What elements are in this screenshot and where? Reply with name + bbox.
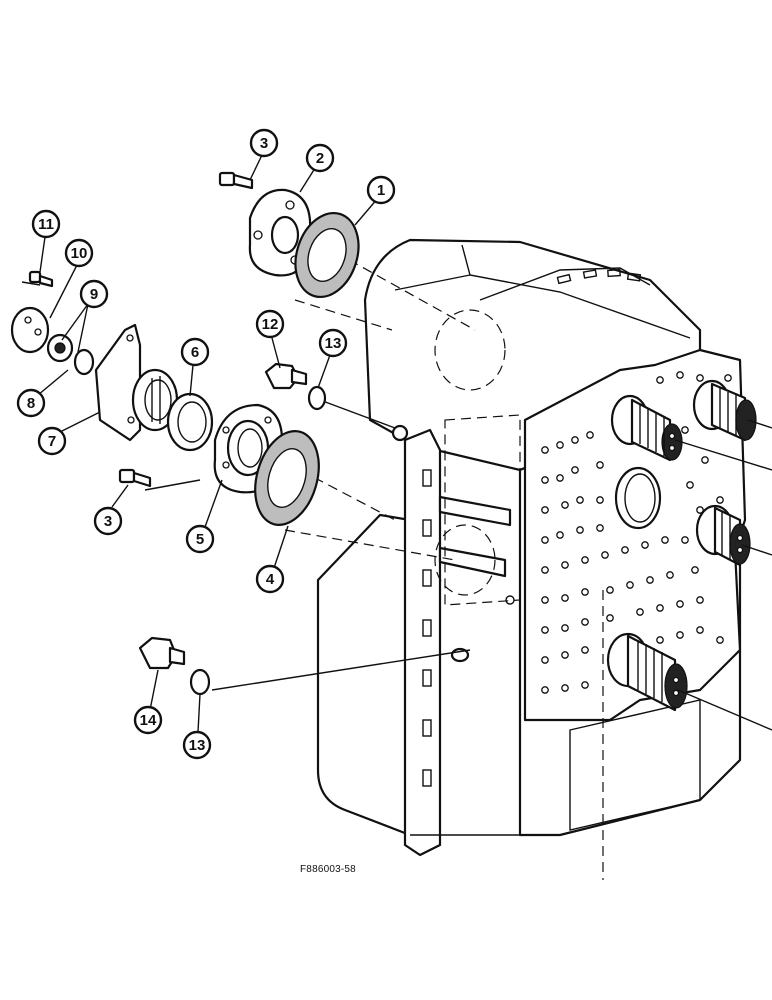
svg-text:5: 5 bbox=[196, 531, 204, 548]
washer-part-9 bbox=[46, 333, 74, 363]
yoke-flange-part-7 bbox=[94, 323, 179, 442]
callout-2: 2 bbox=[305, 143, 335, 173]
shaft-centerline-4 bbox=[677, 689, 772, 731]
callout-11: 11 bbox=[31, 209, 61, 239]
callout-14: 14 bbox=[133, 705, 163, 735]
svg-text:3: 3 bbox=[260, 135, 268, 152]
seal-part-6 bbox=[166, 392, 214, 452]
shaft-centerline-2 bbox=[747, 419, 772, 429]
plug-part-12 bbox=[264, 362, 308, 390]
center-bore bbox=[614, 466, 662, 530]
svg-text:6: 6 bbox=[191, 344, 199, 361]
svg-text:8: 8 bbox=[27, 395, 35, 412]
o-ring-part-13-lower bbox=[189, 668, 211, 696]
plug-part-14 bbox=[138, 636, 186, 670]
transmission-housing bbox=[316, 238, 772, 880]
callout-13-upper: 13 bbox=[318, 328, 348, 358]
housing-top-ridge bbox=[461, 244, 691, 339]
svg-text:1: 1 bbox=[377, 182, 385, 199]
housing-flange-teeth bbox=[422, 469, 432, 787]
housing-bracket-lower bbox=[438, 546, 507, 578]
callout-4: 4 bbox=[255, 564, 285, 594]
cap-part-10 bbox=[10, 306, 50, 354]
callout-8: 8 bbox=[16, 388, 46, 418]
callout-13-lower: 13 bbox=[182, 730, 212, 760]
housing-top-ridge-2 bbox=[394, 274, 471, 291]
svg-text:7: 7 bbox=[48, 433, 56, 450]
lower-gasket-part-4 bbox=[254, 430, 320, 526]
housing-rib-teeth bbox=[556, 268, 642, 285]
housing-bolt-boss bbox=[505, 595, 515, 605]
housing-breather-fitting bbox=[391, 424, 409, 442]
svg-text:12: 12 bbox=[262, 316, 279, 333]
svg-text:3: 3 bbox=[104, 513, 112, 530]
svg-text:9: 9 bbox=[90, 286, 98, 303]
upper-left-output-shaft bbox=[610, 394, 683, 462]
shaft-centerline-1 bbox=[674, 439, 772, 471]
svg-text:13: 13 bbox=[325, 335, 342, 352]
upper-right-output-shaft bbox=[692, 379, 757, 442]
bolt-part-3-upper bbox=[218, 171, 254, 190]
lower-output-shaft bbox=[606, 632, 688, 712]
upper-gasket-part-1 bbox=[294, 211, 360, 299]
svg-text:10: 10 bbox=[71, 245, 88, 262]
callout-1: 1 bbox=[366, 175, 396, 205]
hidden-bore-lower bbox=[434, 524, 496, 596]
hidden-bore-upper bbox=[434, 309, 506, 391]
callout-3-upper: 3 bbox=[249, 128, 279, 158]
callout-5: 5 bbox=[185, 524, 215, 554]
bolt-part-3-lower bbox=[118, 468, 152, 488]
o-ring-part-13-upper bbox=[307, 385, 327, 411]
housing-left-flange bbox=[403, 428, 442, 857]
svg-text:13: 13 bbox=[189, 737, 206, 754]
svg-text:2: 2 bbox=[316, 150, 324, 167]
svg-text:11: 11 bbox=[38, 216, 54, 233]
housing-bracket-upper bbox=[438, 495, 512, 527]
drawing-code-label: F886003-58 bbox=[300, 864, 356, 875]
svg-text:4: 4 bbox=[266, 571, 275, 588]
callout-12: 12 bbox=[255, 309, 285, 339]
middle-right-output-shaft bbox=[695, 504, 751, 567]
assembly-lines bbox=[21, 251, 476, 691]
shaft-centerline-3 bbox=[741, 544, 772, 556]
front-lower-recess bbox=[569, 699, 701, 831]
callout-7: 7 bbox=[37, 426, 67, 456]
housing-left-body bbox=[316, 513, 412, 837]
upper-cover-plate-part-2 bbox=[248, 188, 312, 277]
svg-text:14: 14 bbox=[140, 712, 157, 729]
center-bore-inner bbox=[624, 473, 656, 523]
callout-10: 10 bbox=[64, 238, 94, 268]
o-ring-part-8 bbox=[73, 348, 95, 376]
housing-top-rib bbox=[479, 267, 651, 301]
callout-6: 6 bbox=[180, 337, 210, 367]
bolt-part-11 bbox=[28, 270, 54, 288]
cover-plate-holes bbox=[541, 371, 732, 694]
callout-3-lower: 3 bbox=[93, 506, 123, 536]
callout-9: 9 bbox=[79, 279, 109, 309]
